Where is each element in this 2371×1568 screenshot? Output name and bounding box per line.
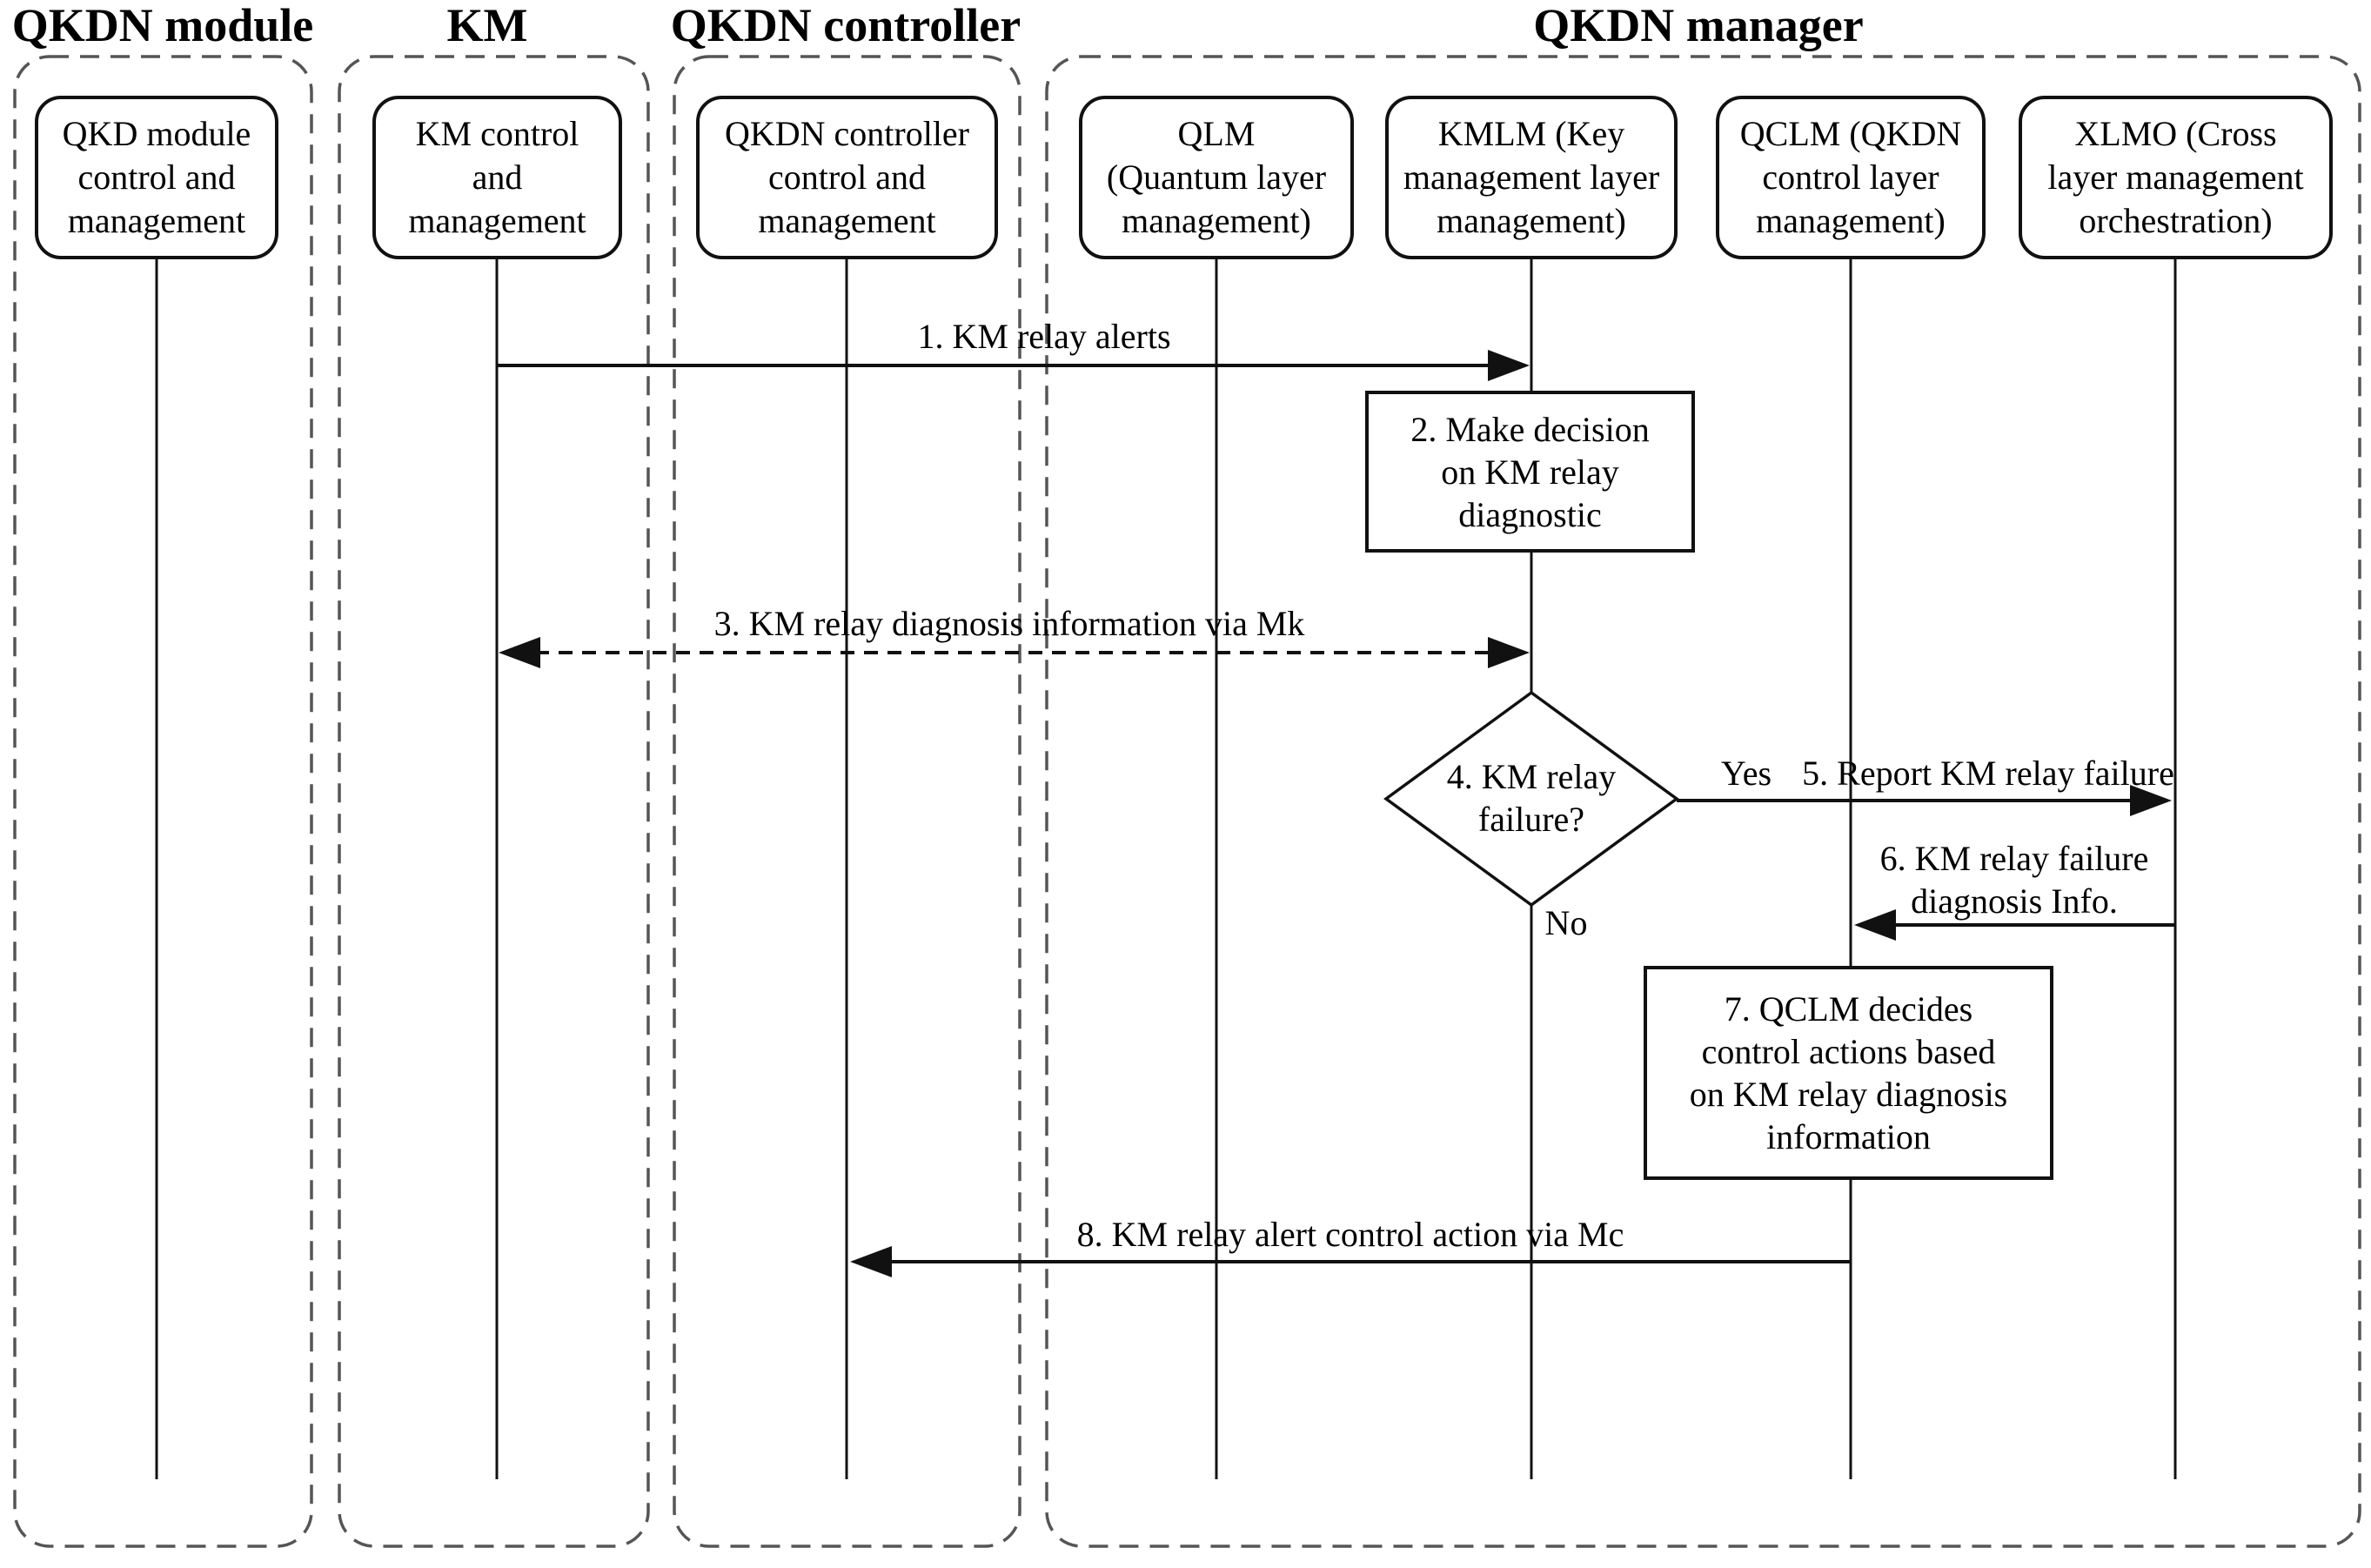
participant-text-line: QCLM (QKDN	[1739, 114, 1962, 153]
message-3-arrowhead-right	[1488, 637, 1530, 668]
activity-text-line: control actions based	[1701, 1032, 1996, 1071]
participant-text-line: management)	[1122, 201, 1311, 240]
participant-text-line: control and	[77, 157, 236, 197]
activity-text-line: on KM relay	[1441, 452, 1619, 492]
decision-text-line: failure?	[1477, 800, 1585, 839]
group-label-qkdn-manager: QKDN manager	[1533, 0, 1864, 51]
participant-text-line: and	[472, 157, 523, 197]
participant-text-line: control and	[767, 157, 927, 197]
participant-text-line: layer management	[2047, 157, 2304, 197]
decision-diamond-label: 4. KM relay failure?	[1447, 755, 1616, 841]
activity-text-line: 2. Make decision	[1410, 409, 1650, 449]
group-border-qkdn-controller	[673, 55, 1021, 1548]
group-border-qkdn-manager	[1045, 55, 2361, 1548]
participant-text-line: XLMO (Cross	[2074, 114, 2277, 153]
activity-text-line: information	[1766, 1117, 1931, 1156]
participant-box-qkdn-controller: QKDN controller control and management	[696, 96, 998, 259]
participant-text-line: management)	[1437, 201, 1626, 240]
participant-text-line: QLM	[1177, 114, 1256, 153]
activity-text-line: on KM relay diagnosis	[1689, 1075, 2008, 1114]
participant-text-line: control layer	[1762, 157, 1939, 197]
message-3-arrowhead-left	[499, 637, 540, 668]
participant-box-qlm: QLM (Quantum layer management)	[1079, 96, 1354, 259]
message-1-arrowhead	[1488, 350, 1530, 381]
participant-text-line: KMLM (Key	[1437, 114, 1625, 153]
participant-text-line: management	[408, 201, 586, 240]
group-label-qkdn-module: QKDN module	[11, 0, 314, 51]
activity-box-step2: 2. Make decision on KM relay diagnostic	[1365, 391, 1695, 553]
decision-text-line: 4. KM relay	[1446, 757, 1617, 796]
message-6-label-line: diagnosis Info.	[1911, 881, 2118, 921]
activity-text-line: diagnostic	[1458, 494, 1602, 534]
group-border-km	[338, 55, 650, 1548]
participant-box-qclm: QCLM (QKDN control layer management)	[1716, 96, 1986, 259]
participant-box-qkd-module: QKD module control and management	[35, 96, 278, 259]
message-6-arrowhead	[1854, 909, 1896, 941]
decision-no-label: No	[1544, 903, 1588, 942]
participant-text-line: management)	[1756, 201, 1946, 240]
activity-box-step7: 7. QCLM decides control actions based on…	[1644, 966, 2053, 1180]
message-6-label: 6. KM relay failure diagnosis Info.	[1880, 837, 2149, 922]
group-label-qkdn-controller: QKDN controller	[670, 0, 1021, 51]
message-6-label-line: 6. KM relay failure	[1879, 839, 2149, 878]
participant-text-line: KM control	[415, 114, 579, 153]
participant-text-line: management layer	[1403, 157, 1660, 197]
message-3-label: 3. KM relay diagnosis information via Mk	[713, 604, 1305, 643]
decision-yes-label: Yes	[1720, 754, 1772, 793]
message-8-label: 8. KM relay alert control action via Mc	[1076, 1215, 1624, 1254]
decision-diamond	[1383, 690, 1679, 908]
message-5-arrowhead	[2130, 785, 2172, 816]
message-1-label: 1. KM relay alerts	[917, 317, 1171, 356]
group-border-qkdn-module	[13, 55, 313, 1548]
participant-text-line: management	[758, 201, 936, 240]
participant-text-line: QKD module	[62, 114, 251, 153]
activity-text-line: 7. QCLM decides	[1724, 989, 1973, 1029]
participant-text-line: QKDN controller	[724, 114, 970, 153]
participant-text-line: (Quantum layer	[1106, 157, 1327, 197]
participant-text-line: orchestration)	[2079, 201, 2273, 240]
message-8-arrowhead	[850, 1246, 892, 1277]
group-label-km: KM	[446, 0, 528, 51]
message-5-label: 5. Report KM relay failure	[1802, 754, 2174, 793]
participant-box-xlmo: XLMO (Cross layer management orchestrati…	[2019, 96, 2333, 259]
participant-box-km: KM control and management	[372, 96, 622, 259]
participant-box-kmlm: KMLM (Key management layer management)	[1385, 96, 1678, 259]
participant-text-line: management	[67, 201, 246, 240]
